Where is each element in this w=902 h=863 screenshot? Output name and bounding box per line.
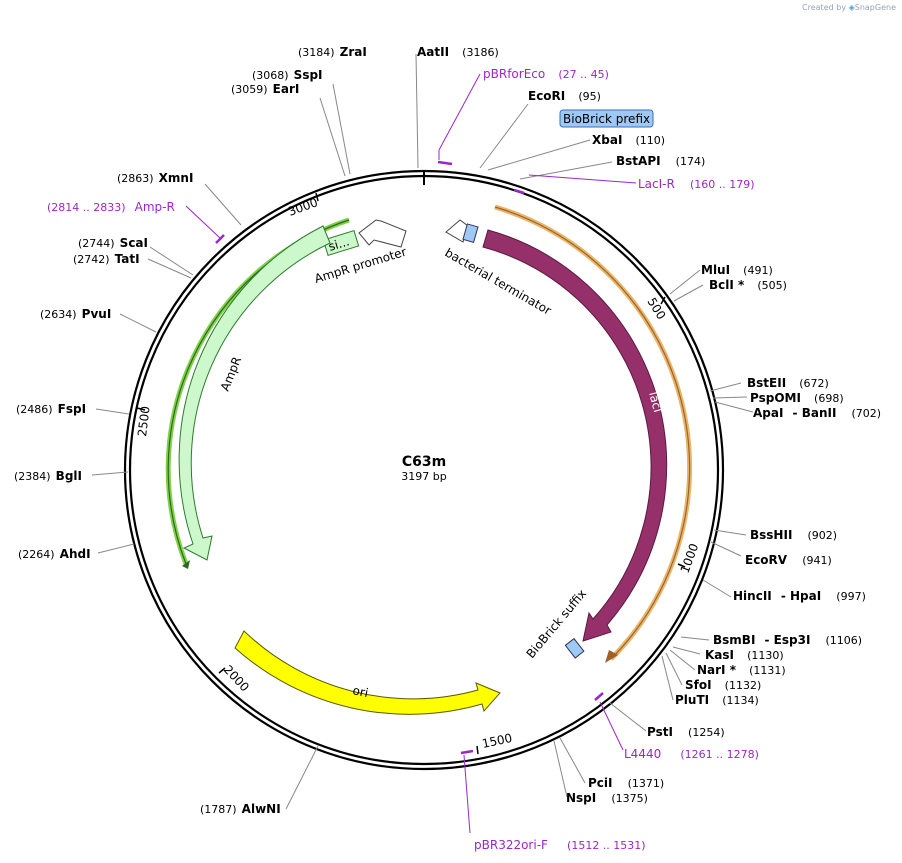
enzyme-pvui: (2634) PvuI bbox=[40, 303, 111, 322]
enzyme-bstapi: BstAPI (174) bbox=[616, 150, 705, 169]
enzyme-aatii: AatII (3186) bbox=[417, 41, 499, 60]
biobrick-suffix-block bbox=[564, 637, 585, 659]
enzyme-pluti: PluTI (1134) bbox=[675, 689, 759, 708]
enzyme-bsmbi: BsmBI - Esp3I (1106) bbox=[713, 629, 862, 648]
enzyme-hincii: HincII - HpaI (997) bbox=[733, 585, 866, 604]
enzyme-apai: ApaI - BanII (702) bbox=[753, 402, 881, 421]
watermark-prefix: Created by bbox=[802, 3, 847, 12]
enzyme-pcii: PciI (1371) bbox=[588, 772, 664, 791]
laci-feature bbox=[482, 229, 668, 642]
enzyme-nspi: NspI (1375) bbox=[566, 787, 648, 806]
laci-label: lacI bbox=[646, 390, 665, 414]
enzyme-mlui: MluI (491) bbox=[701, 259, 773, 278]
watermark-brand: SnapGene bbox=[854, 3, 896, 12]
signal-sequence-label: si... bbox=[327, 234, 351, 254]
tick-label-1000: 1000 bbox=[678, 542, 702, 575]
enzyme-nari: NarI * (1131) bbox=[697, 659, 786, 678]
tick-label-500: 500 bbox=[644, 295, 668, 322]
enzyme-bcli: BclI * (505) bbox=[709, 274, 787, 293]
primer-amp-r: (2814 .. 2833) Amp-R bbox=[47, 196, 175, 215]
enzyme-pspomi: PspOMI (698) bbox=[750, 387, 844, 406]
enzyme-fspi: (2486) FspI bbox=[16, 398, 86, 417]
enzyme-ecorv: EcoRV (941) bbox=[745, 549, 832, 568]
enzyme-eari: (3059) EarI bbox=[231, 78, 299, 97]
primer-labels: pBRforEco (27 .. 45) LacI-R (160 .. 179)… bbox=[47, 63, 759, 853]
enzyme-alwni: (1787) AlwNI bbox=[200, 798, 281, 817]
enzyme-ecori: EcoRI (95) bbox=[528, 85, 601, 104]
primer-laci-r: LacI-R (160 .. 179) bbox=[638, 173, 755, 192]
ampr-label: AmpR bbox=[218, 355, 244, 393]
enzyme-connectors bbox=[91, 53, 754, 810]
tick-label-2500: 2500 bbox=[135, 405, 153, 437]
enzyme-labels: (3184) ZraI AatII (3186) (3068) SspI (30… bbox=[14, 41, 881, 817]
enzyme-scai: (2744) ScaI bbox=[78, 232, 148, 251]
plasmid-size: 3197 bp bbox=[401, 470, 446, 483]
tick-label-3000: 3000 bbox=[286, 195, 319, 219]
enzyme-bgli: (2384) BglI bbox=[14, 465, 82, 484]
primer-connectors bbox=[185, 73, 637, 834]
enzyme-xbai: XbaI (110) bbox=[592, 129, 665, 148]
ori-label: ori bbox=[351, 683, 369, 700]
biobrick-prefix-box bbox=[559, 109, 654, 128]
enzyme-tati: (2742) TatI bbox=[73, 248, 140, 267]
enzyme-psti: PstI (1254) bbox=[647, 721, 725, 740]
terminator-block bbox=[462, 223, 479, 243]
tick-label-2000: 2000 bbox=[221, 662, 252, 694]
primer-pbr322ori-f: pBR322ori-F (1512 .. 1531) bbox=[474, 834, 646, 853]
snapgene-logo-icon: ◈ bbox=[848, 3, 855, 12]
enzyme-ahdi: (2264) AhdI bbox=[18, 543, 91, 562]
enzyme-sspi: (3068) SspI bbox=[252, 64, 323, 83]
tick-label-1500: 1500 bbox=[481, 731, 514, 751]
watermark: Created by ◈SnapGene bbox=[802, 3, 896, 12]
enzyme-sfoi: SfoI (1132) bbox=[685, 674, 761, 693]
enzyme-bsshii: BssHII (902) bbox=[750, 524, 837, 543]
plasmid-name: C63m bbox=[402, 454, 446, 470]
primer-pbrforeco: pBRforEco (27 .. 45) bbox=[483, 63, 609, 82]
enzyme-bsteii: BstEII (672) bbox=[747, 372, 829, 391]
enzyme-kasi: KasI (1130) bbox=[705, 644, 784, 663]
ori-feature bbox=[234, 630, 501, 715]
enzyme-zrai: (3184) ZraI bbox=[298, 41, 367, 60]
biobrick-prefix-label: BioBrick prefix bbox=[563, 112, 650, 126]
ampr-feature bbox=[178, 225, 331, 561]
ampr-promoter-feature bbox=[358, 219, 407, 248]
signal-sequence-feature bbox=[322, 230, 360, 256]
primer-l4440: L4440 (1261 .. 1278) bbox=[624, 743, 759, 762]
enzyme-xmni: (2863) XmnI bbox=[117, 167, 193, 186]
